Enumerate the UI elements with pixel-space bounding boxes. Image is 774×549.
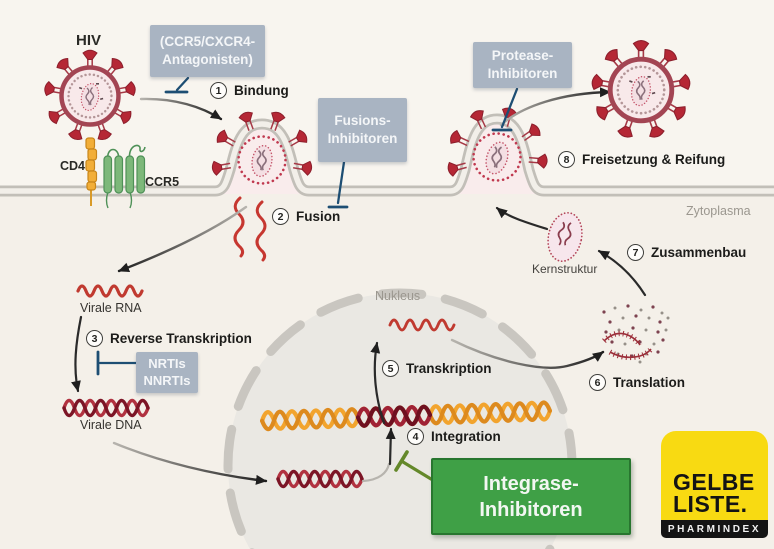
core-structure (547, 211, 583, 263)
inhibition-line-green (394, 450, 433, 481)
binding-virion (210, 109, 314, 185)
ccr5-label: CCR5 (145, 175, 180, 189)
integrated-dna-strand (259, 400, 553, 432)
ccr5-cxcr4-antagonists-box: (CCR5/CXCR4- Antagonisten) (150, 25, 265, 77)
kernstruktur-label: Kernstruktur (532, 262, 598, 276)
step-1-circle: 1 (210, 82, 227, 99)
step-4-circle: 4 (407, 428, 424, 445)
step-7-zusammenbau: 7 Zusammenbau (627, 244, 746, 261)
protease-inhibitors-box: Protease- Inhibitoren (473, 42, 572, 88)
fusion-rna-strands (233, 196, 267, 262)
flow-arrows (71, 87, 647, 485)
step-2-circle: 2 (272, 208, 289, 225)
nrti-nnrti-box: NRTIs NNRTIs (136, 352, 198, 393)
step-7-circle: 7 (627, 244, 644, 261)
step-6-circle: 6 (589, 374, 606, 391)
step-2-fusion: 2 Fusion (272, 208, 340, 225)
zytoplasma-label: Zytoplasma (686, 204, 751, 218)
nukleus-label: Nukleus (375, 289, 421, 303)
step-3-reverse-transkription: 3 Reverse Transkription (86, 330, 252, 347)
step-6-translation: 6 Translation (589, 374, 685, 391)
step-5-circle: 5 (382, 360, 399, 377)
cd4-label: CD4 (60, 159, 86, 173)
step-1-bindung: 1 Bindung (210, 82, 289, 99)
step-4-integration: 4 Integration (407, 428, 501, 445)
pharmindex-bar: PHARMINDEX (661, 520, 768, 538)
mrna-strand (388, 318, 456, 332)
step-5-transkription: 5 Transkription (382, 360, 492, 377)
gelbe-liste-wordmark: GELBE LISTE. (661, 431, 768, 520)
virale-dna-label: Virale DNA (80, 418, 142, 432)
integrase-inhibitors-box: Integrase- Inhibitoren (431, 458, 631, 535)
nuclear-dna-helix (276, 469, 364, 489)
fusion-inhibitors-box: Fusions- Inhibitoren (318, 98, 407, 162)
inhibition-lines-blue (96, 76, 519, 376)
ribosome-mrna (602, 330, 654, 361)
cell-membrane (0, 113, 774, 197)
viral-dna-helix (62, 398, 150, 418)
step-8-freisetzung-reifung: 8 Freisetzung & Reifung (558, 151, 725, 168)
hiv-label: HIV (76, 32, 102, 49)
step-3-circle: 3 (86, 330, 103, 347)
viral-rna-strand (76, 284, 144, 298)
virale-rna-label: Virale RNA (80, 301, 142, 315)
ccr5-receptor (103, 144, 146, 209)
step-8-circle: 8 (558, 151, 575, 168)
budding-virion (445, 105, 549, 182)
gelbe-liste-logo: GELBE LISTE. PHARMINDEX (661, 431, 768, 538)
cd4-receptor (85, 137, 98, 206)
